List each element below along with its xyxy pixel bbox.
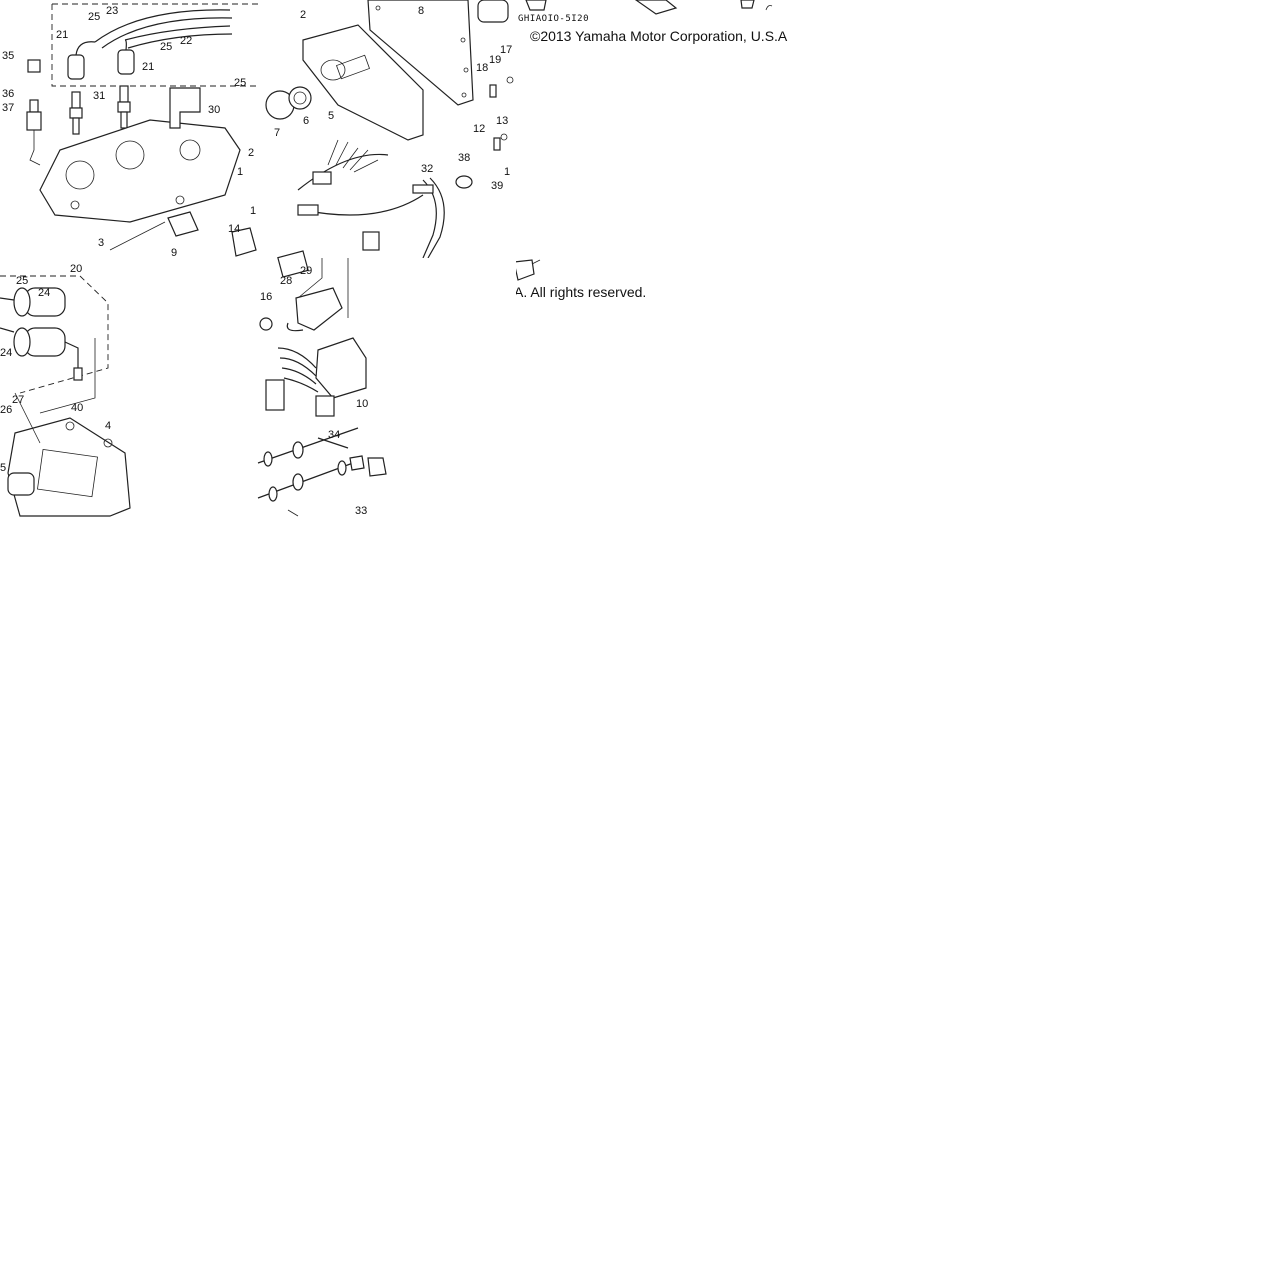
electrical-cover [302,24,424,141]
coils-drawing: 20 25 24 24 26 27 40 4 5 [0,263,131,517]
callout: 5 [328,110,334,122]
callout: 25 [16,275,28,287]
ignition-drawing: 25 23 21 22 25 21 35 36 37 31 30 25 2 1 … [2,3,258,259]
callout: 30 [208,104,220,116]
callout: 37 [2,102,14,114]
callout: 22 [180,35,192,47]
callout: 6 [303,115,309,127]
cover-harness-drawing: 2 8 7 6 5 19 17 18 12 13 32 38 39 1 [265,0,514,259]
copyright-line-1: ©2013 Yamaha Motor Corporation, U.S.A [530,28,788,44]
diagram-tile-right-edge [512,258,542,284]
callout: 9 [171,247,177,259]
drawing-code: GHIAOIO-5I20 [518,14,590,24]
callout: 12 [473,123,485,135]
callout: 2 [300,9,306,21]
callout: 40 [71,402,83,414]
callout: 25 [88,11,100,23]
callout: 38 [458,152,470,164]
diagram-tile-coils: 20 25 24 24 26 27 40 4 5 [0,258,258,517]
callout: 29 [300,265,312,277]
callout: 24 [38,287,50,299]
callout: 21 [56,29,68,41]
callout: 35 [2,50,14,62]
callout: 31 [93,90,105,102]
callout: 1 [250,205,256,217]
callout: 4 [105,420,111,432]
callout: 20 [70,263,82,275]
diagram-tile-top-right [516,0,774,15]
ignition-coil-upper [0,287,66,317]
callout: 13 [496,115,508,127]
callout: 17 [500,44,512,56]
callout: 32 [421,163,433,175]
grommet-ring [288,86,312,110]
callout: 5 [0,462,6,474]
top-right-drawing [525,0,773,15]
callout: 2 [248,147,254,159]
spark-plug-right [117,85,131,129]
callout: 16 [260,291,272,303]
callout: 14 [228,223,240,235]
callout: 8 [418,5,424,17]
callout: 3 [98,237,104,249]
callout: 21 [142,61,154,73]
ignition-coil-lower [0,327,66,357]
cylinder-head [39,119,241,223]
plug-cap-right [117,49,135,75]
callout: 25 [234,77,246,89]
callout: 7 [274,127,280,139]
cdi-unit [315,337,367,399]
callout: 36 [2,88,14,100]
callout: 28 [280,275,292,287]
plug-cap-left [67,54,85,80]
callout: 39 [491,180,503,192]
right-edge-drawing [513,259,541,281]
callout: 1 [237,166,243,178]
diagram-tile-ignition: 25 23 21 22 25 21 35 36 37 31 30 25 2 1 … [0,0,258,259]
callout: 34 [328,429,340,441]
callout: 23 [106,5,118,17]
diagram-tile-cover-harness: 2 8 7 6 5 19 17 18 12 13 32 38 39 1 [258,0,516,259]
callout: 1 [504,166,510,178]
callout: 10 [356,398,368,410]
cdi-drawing: 28 29 16 10 34 33 [257,250,387,517]
mounting-plate [7,417,131,517]
callout: 25 [160,41,172,53]
diagram-tile-cdi: 28 29 16 10 34 33 [257,250,516,517]
callout: 24 [0,347,12,359]
callout: 19 [489,54,501,66]
callout: 18 [476,62,488,74]
callout: 27 [12,394,24,406]
callout: 33 [355,505,367,517]
callout: 26 [0,404,12,416]
copyright-line-2: A. All rights reserved. [514,284,647,300]
spark-plug-left [69,91,83,135]
